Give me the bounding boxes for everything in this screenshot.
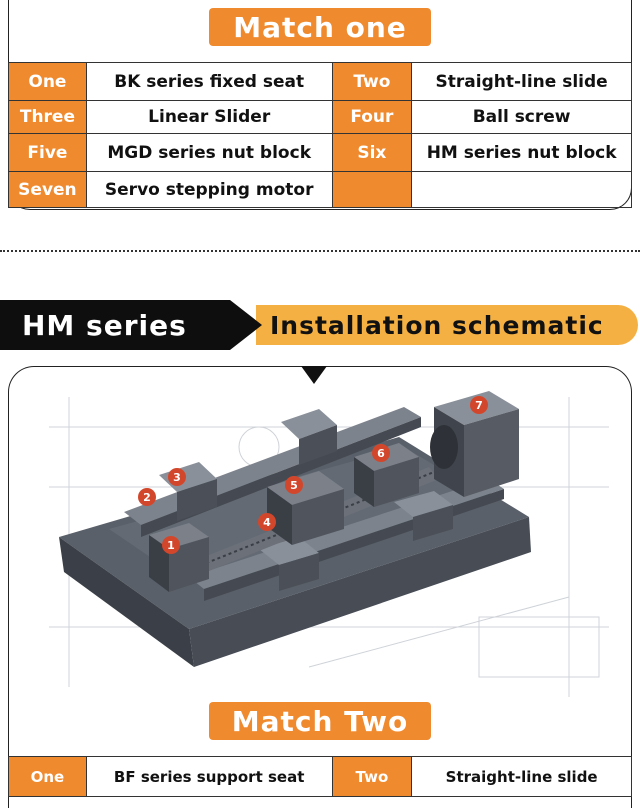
banner-series: HM series (0, 300, 262, 350)
match-one-table: One BK series fixed seat Two Straight-li… (8, 62, 632, 208)
item-number: Four (331, 100, 413, 134)
table-row: One BF series support seat Two Straight-… (8, 756, 632, 797)
banner-subtitle: Installation schematic (256, 305, 638, 345)
item-name: Linear Slider (85, 100, 333, 134)
slider-blocks (159, 409, 453, 591)
match-one-title: Match one (209, 8, 431, 46)
marker-7: 7 (470, 396, 488, 414)
table-row: Seven Servo stepping motor (8, 171, 632, 208)
installation-schematic: 1 2 3 4 5 6 7 (49, 391, 609, 697)
schematic-card: 1 2 3 4 5 6 7 (8, 366, 632, 808)
item-name: BK series fixed seat (85, 62, 333, 101)
item-number: One (8, 62, 87, 101)
svg-text:4: 4 (263, 516, 271, 529)
nut-block (267, 471, 344, 545)
svg-text:1: 1 (167, 539, 175, 552)
item-number-empty (331, 171, 413, 208)
marker-4: 4 (258, 513, 276, 531)
item-name: Servo stepping motor (85, 171, 333, 208)
item-number: Three (8, 100, 87, 134)
table-row: Three Linear Slider Four Ball screw (8, 100, 632, 134)
dotted-divider (0, 250, 640, 252)
item-name: BF series support seat (85, 756, 333, 797)
item-name-empty (411, 171, 632, 208)
marker-2: 2 (138, 488, 156, 506)
item-name: Ball screw (411, 100, 632, 134)
match-two-table: One BF series support seat Two Straight-… (8, 756, 632, 797)
svg-text:7: 7 (475, 399, 483, 412)
item-name: HM series nut block (411, 133, 632, 172)
item-number: Seven (8, 171, 87, 208)
marker-3: 3 (168, 468, 186, 486)
table-row: One BK series fixed seat Two Straight-li… (8, 62, 632, 101)
marker-5: 5 (285, 476, 303, 494)
section-banner: Installation schematic HM series (0, 300, 640, 350)
item-number: One (8, 756, 87, 797)
fixed-seat (149, 523, 209, 592)
svg-text:6: 6 (377, 447, 385, 460)
marker-6: 6 (372, 444, 390, 462)
svg-text:5: 5 (290, 479, 298, 492)
item-number: Five (8, 133, 87, 172)
item-name: Straight-line slide (411, 62, 632, 101)
item-number: Two (331, 62, 413, 101)
item-name: Straight-line slide (411, 756, 632, 797)
item-name: MGD series nut block (85, 133, 333, 172)
table-row: Five MGD series nut block Six HM series … (8, 133, 632, 172)
pointer-triangle-icon (301, 366, 327, 384)
match-two-title: Match Two (209, 702, 431, 740)
svg-text:2: 2 (143, 491, 151, 504)
item-number: Two (331, 756, 413, 797)
svg-text:3: 3 (173, 471, 181, 484)
item-number: Six (331, 133, 413, 172)
marker-1: 1 (162, 536, 180, 554)
